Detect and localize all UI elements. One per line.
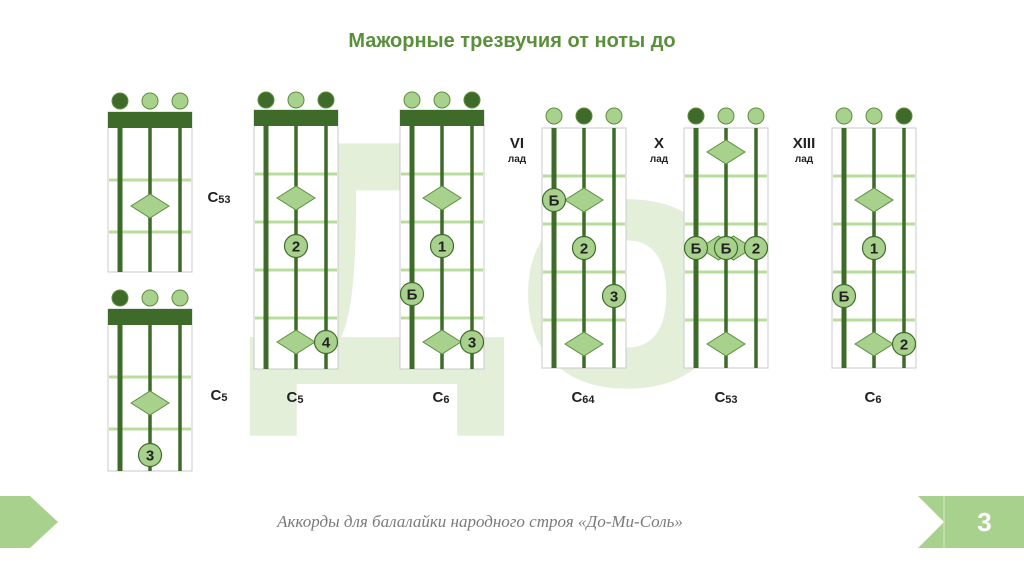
open-string-dot <box>747 107 765 125</box>
open-string-dot <box>141 289 159 307</box>
nut-bar <box>400 110 484 126</box>
open-string-dot-played <box>463 91 481 109</box>
page-title: Мажорные трезвучия от ноты до <box>348 30 676 52</box>
fret-position-sub: лад <box>508 154 527 165</box>
finger-circle <box>459 329 485 355</box>
fret-marker-diamond <box>706 139 746 165</box>
open-string-dot <box>141 92 159 110</box>
finger-circle <box>313 329 339 355</box>
fret-position-label: X <box>654 135 664 152</box>
chord-name: C53 <box>207 189 230 206</box>
finger-label: Б <box>691 241 702 258</box>
finger-circle <box>683 235 709 261</box>
open-string-dot-played <box>895 107 913 125</box>
open-string-dot-played <box>111 92 129 110</box>
finger-label: 1 <box>870 241 878 258</box>
finger-circle <box>541 187 567 213</box>
open-string-dot <box>433 91 451 109</box>
fret-marker-diamond <box>130 390 170 416</box>
open-string-dot-played <box>317 91 335 109</box>
finger-circle <box>429 233 455 259</box>
finger-label: 4 <box>322 335 331 352</box>
fret-marker-diamond <box>706 331 746 357</box>
finger-circle <box>891 331 917 357</box>
open-string-dot <box>403 91 421 109</box>
fret-marker-diamond <box>854 187 894 213</box>
finger-label: 3 <box>610 289 618 306</box>
chord-c1: C53 <box>107 92 231 273</box>
fret-marker-diamond <box>276 185 316 211</box>
finger-label: 2 <box>752 241 760 258</box>
chord-name: C6 <box>865 389 882 406</box>
finger-label: 2 <box>900 337 908 354</box>
nut-bar <box>254 110 338 126</box>
chord-c7: 1Б 2C6 XIII лад <box>793 107 917 406</box>
open-string-dot <box>171 289 189 307</box>
finger-label: Б <box>839 289 850 306</box>
finger-circle <box>137 442 163 468</box>
open-string-dot <box>545 107 563 125</box>
finger-label: 2 <box>580 241 588 258</box>
fret-marker-diamond <box>564 331 604 357</box>
footer-band <box>0 496 1024 548</box>
finger-circle <box>713 235 739 261</box>
finger-label: 3 <box>146 448 154 465</box>
chord-name: C64 <box>571 389 595 406</box>
finger-label: Б <box>407 287 418 304</box>
footer-caption: Аккорды для балалайки народного строя «Д… <box>277 512 683 531</box>
open-string-dot <box>171 92 189 110</box>
fret-marker-diamond <box>564 187 604 213</box>
fret-position-sub: лад <box>650 154 669 165</box>
open-string-dot-played <box>111 289 129 307</box>
fret-position-label: VI <box>510 135 524 152</box>
chord-name: C5 <box>211 387 228 404</box>
chord-name: C5 <box>287 389 304 406</box>
open-string-dot <box>605 107 623 125</box>
finger-circle <box>831 283 857 309</box>
page-number: 3 <box>977 507 992 537</box>
finger-circle <box>399 281 425 307</box>
open-string-dot <box>835 107 853 125</box>
finger-label: Б <box>721 241 732 258</box>
fret-marker-diamond <box>130 193 170 219</box>
chord-name: C53 <box>714 389 737 406</box>
open-string-dot <box>865 107 883 125</box>
finger-circle <box>743 235 769 261</box>
chord-c4: 1Б 3C6 <box>399 91 485 406</box>
chord-name: C6 <box>433 389 450 406</box>
finger-circle <box>861 235 887 261</box>
open-string-dot-played <box>687 107 705 125</box>
fret-position-sub: лад <box>795 154 814 165</box>
open-string-dot <box>287 91 305 109</box>
finger-circle <box>571 235 597 261</box>
chord-c2: 3 C5 <box>107 289 228 472</box>
open-string-dot <box>717 107 735 125</box>
finger-label: 2 <box>292 239 300 256</box>
finger-circle <box>601 283 627 309</box>
finger-label: 1 <box>438 239 446 256</box>
footer-left-arrow <box>0 496 58 548</box>
finger-circle <box>283 233 309 259</box>
nut-bar <box>108 309 192 325</box>
open-string-dot-played <box>575 107 593 125</box>
open-string-dot-played <box>257 91 275 109</box>
fret-position-label: XIII <box>793 135 816 152</box>
finger-label: Б <box>549 193 560 210</box>
fret-marker-diamond <box>422 185 462 211</box>
chord-c3: 2 4C5 <box>253 91 339 406</box>
finger-label: 3 <box>468 335 476 352</box>
nut-bar <box>108 112 192 128</box>
